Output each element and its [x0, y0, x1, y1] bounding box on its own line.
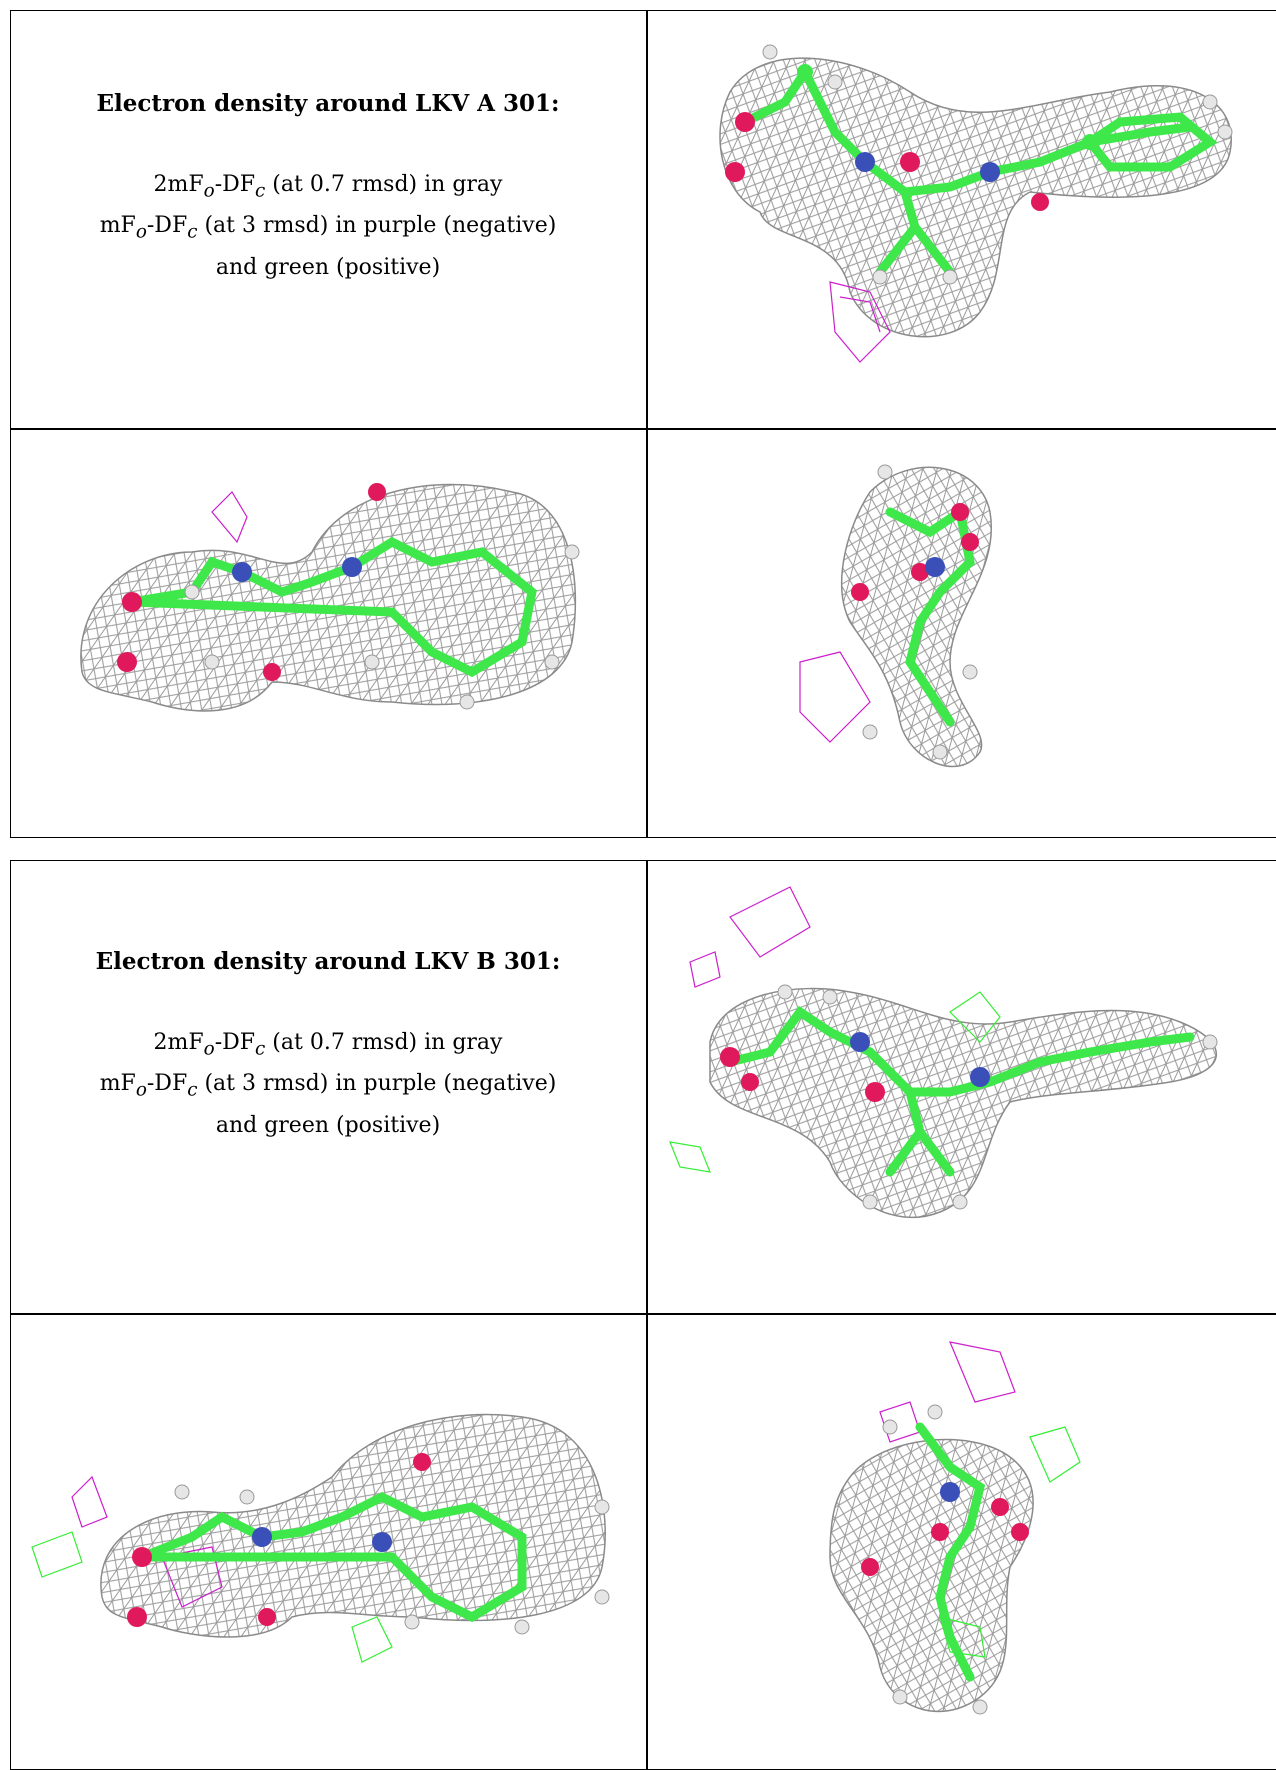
row-divider	[10, 1313, 1276, 1315]
molecule-render	[669, 886, 1218, 1218]
molecule-render	[829, 1341, 1081, 1715]
row-divider	[10, 428, 1276, 430]
ligand-title: Electron density around LKV A 301:	[96, 90, 560, 117]
legend-line-colors: and green (positive)	[215, 1112, 441, 1138]
density-table-a: Electron density around LKV A 301: 2mFo-…	[10, 10, 1276, 838]
density-description: Electron density around LKV A 301: 2mFo-…	[10, 90, 646, 285]
density-description: Electron density around LKV B 301: 2mFo-…	[10, 948, 646, 1143]
legend-line-2fofc: 2mFo-DFc (at 0.7 rmsd) in gray	[153, 1030, 503, 1060]
column-divider	[646, 860, 648, 1770]
legend-line-fofc: mFo-DFc (at 3 rmsd) in purple (negative)	[99, 213, 557, 243]
legend-line-colors: and green (positive)	[215, 254, 441, 280]
density-view-top-right	[650, 862, 1276, 1311]
density-view-bottom-left	[12, 432, 644, 836]
density-view-bottom-right	[650, 1317, 1276, 1768]
density-table-b: Electron density around LKV B 301: 2mFo-…	[10, 860, 1276, 1770]
column-divider	[646, 10, 648, 838]
legend-line-2fofc: 2mFo-DFc (at 0.7 rmsd) in gray	[153, 172, 503, 202]
molecule-render	[719, 44, 1233, 363]
legend-line-fofc: mFo-DFc (at 3 rmsd) in purple (negative)	[99, 1071, 557, 1101]
density-view-bottom-left	[12, 1317, 644, 1768]
molecule-render	[80, 483, 580, 712]
molecule-render	[31, 1413, 610, 1663]
ligand-title: Electron density around LKV B 301:	[95, 948, 561, 975]
molecule-render	[799, 464, 993, 768]
density-view-bottom-right	[650, 432, 1276, 836]
density-view-top-right	[650, 12, 1276, 426]
table-border	[10, 10, 1276, 838]
